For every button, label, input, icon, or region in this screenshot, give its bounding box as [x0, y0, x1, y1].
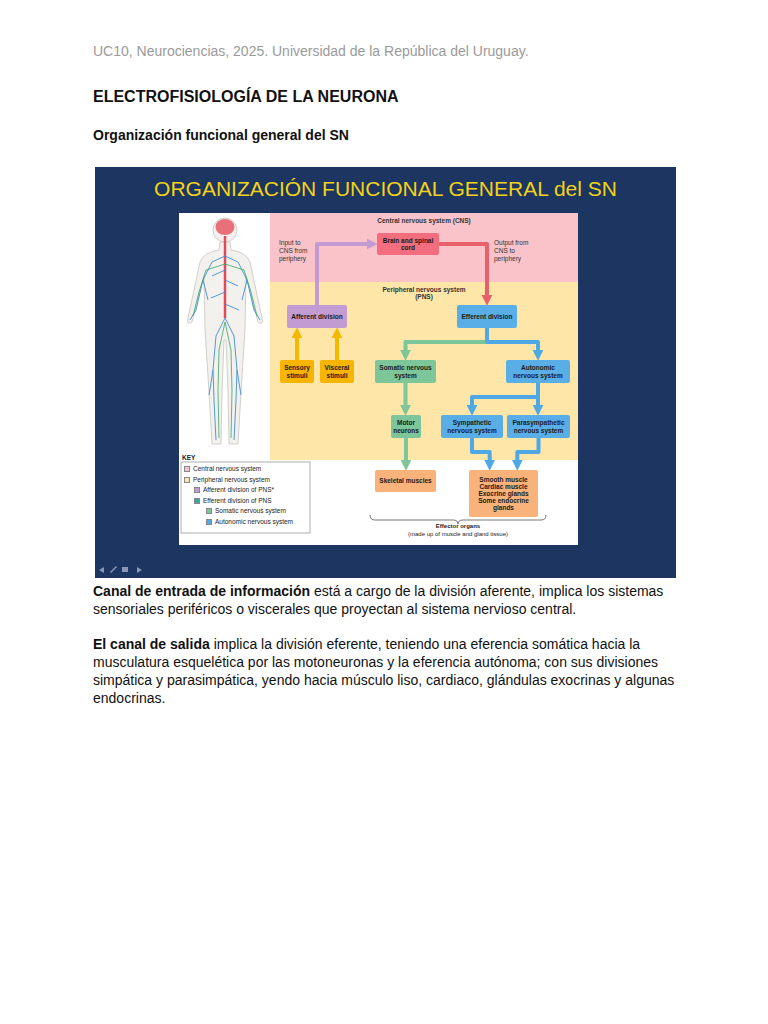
flow-arrow [517, 438, 538, 463]
box-label: Afferent division [291, 313, 342, 320]
flow-arrow [335, 335, 339, 360]
band-fill [270, 282, 578, 460]
process-box: Autonomic nervous system [506, 360, 570, 383]
lead-text: El canal de salida [93, 636, 210, 652]
human-figure [188, 218, 263, 444]
flow-note: Input to CNS from periphery [279, 239, 315, 263]
legend-swatch [194, 487, 200, 493]
flow-arrow [317, 244, 370, 305]
box-label: Brain and spinal cord [379, 237, 437, 251]
flow-arrow [487, 328, 538, 353]
flow-arrow [472, 438, 490, 463]
box-label: Exocrine glands [478, 490, 528, 497]
box-label: Smooth muscle [479, 476, 527, 483]
band-label: Central nervous system (CNS) [344, 213, 504, 224]
flow-arrow [295, 335, 299, 360]
process-box: Sensory stimuli [280, 360, 314, 383]
legend-row: Peripheral nervous system [184, 477, 270, 484]
flow-arrow [404, 383, 408, 408]
slide-title: ORGANIZACIÓN FUNCIONAL GENERAL del SN [95, 177, 676, 201]
box-label: Somatic nervous system [377, 364, 434, 378]
region-band: Peripheral nervous system (PNS) Afferent … [270, 282, 578, 460]
box-label: Cardiac muscle [479, 483, 527, 490]
process-box: Visceral stimuli [320, 360, 354, 383]
legend-row: Efferent division of PNS [194, 498, 272, 505]
flow-arrow [536, 383, 540, 408]
process-box: Motor neurons [391, 415, 421, 438]
process-box: Parasympathetic nervous system [507, 415, 570, 438]
box-label: Sensory stimuli [282, 364, 312, 378]
body-paragraph: Canal de entrada de informaciónestá a ca… [93, 582, 675, 618]
legend-swatch [194, 498, 200, 504]
box-label: Sympathetic nervous system [443, 419, 501, 433]
box-label: Parasympathetic nervous system [509, 419, 568, 433]
box-label: Some endocrine glands [471, 497, 536, 511]
bracket-label: (made up of muscle and gland tissue) [370, 531, 546, 537]
legend-row: Central nervous system [184, 466, 261, 473]
flow-arrow [404, 438, 408, 463]
process-box: Somatic nervous system [375, 360, 436, 383]
process-box: Brain and spinal cord [377, 233, 439, 255]
lead-text: Canal de entrada de información [93, 583, 310, 599]
region-band: Central nervous system (CNS) Brain and sp… [270, 213, 578, 282]
band-label: Peripheral nervous system (PNS) [379, 282, 469, 301]
legend-swatch [184, 466, 190, 472]
legend-text: Peripheral nervous system [193, 477, 270, 484]
box-label: Skeletal muscles [379, 477, 431, 484]
process-box: Afferent division [287, 305, 347, 328]
bracket-label: Effector organs [370, 523, 546, 529]
header-text: UC10, Neurociencias, 2025. Universidad d… [93, 43, 713, 59]
legend-text: Efferent division of PNS [203, 498, 272, 505]
process-box: Skeletal muscles [375, 470, 436, 492]
legend-row: Afferent division of PNS* [194, 487, 274, 494]
legend-text: Afferent division of PNS* [203, 487, 274, 494]
key-frame [181, 462, 310, 533]
box-label: Efferent division [462, 313, 513, 320]
process-box: Efferent division [457, 305, 517, 328]
key-heading: KEY [182, 454, 222, 461]
body-paragraph: El canal de salidaimplica la división ef… [93, 635, 675, 707]
legend-swatch [206, 508, 212, 514]
legend-row: Autonomic nervous system [206, 519, 293, 526]
legend-text: Central nervous system [193, 466, 261, 473]
figure-background [179, 213, 578, 545]
page-title: ELECTROFISIOLOGÍA DE LA NEURONA [93, 88, 398, 106]
flow-note: Output from CNS to periphery [494, 239, 534, 263]
slide-controls [99, 566, 142, 573]
slide-background [95, 167, 676, 578]
flow-arrow [406, 328, 488, 353]
legend-swatch [184, 477, 190, 483]
legend-text: Somatic nervous system [215, 508, 286, 515]
legend-swatch [206, 519, 212, 525]
box-label: Motor neurons [393, 419, 419, 433]
process-box: Sympathetic nervous system [441, 415, 503, 438]
section-heading: Organización funcional general del SN [93, 127, 593, 143]
process-box: Smooth muscleCardiac muscleExocrine glan… [469, 470, 538, 517]
flow-arrow [472, 383, 538, 408]
box-label: Visceral stimuli [322, 364, 352, 378]
legend-row: Somatic nervous system [206, 508, 286, 515]
legend-text: Autonomic nervous system [215, 519, 293, 526]
box-label: Autonomic nervous system [508, 364, 568, 378]
